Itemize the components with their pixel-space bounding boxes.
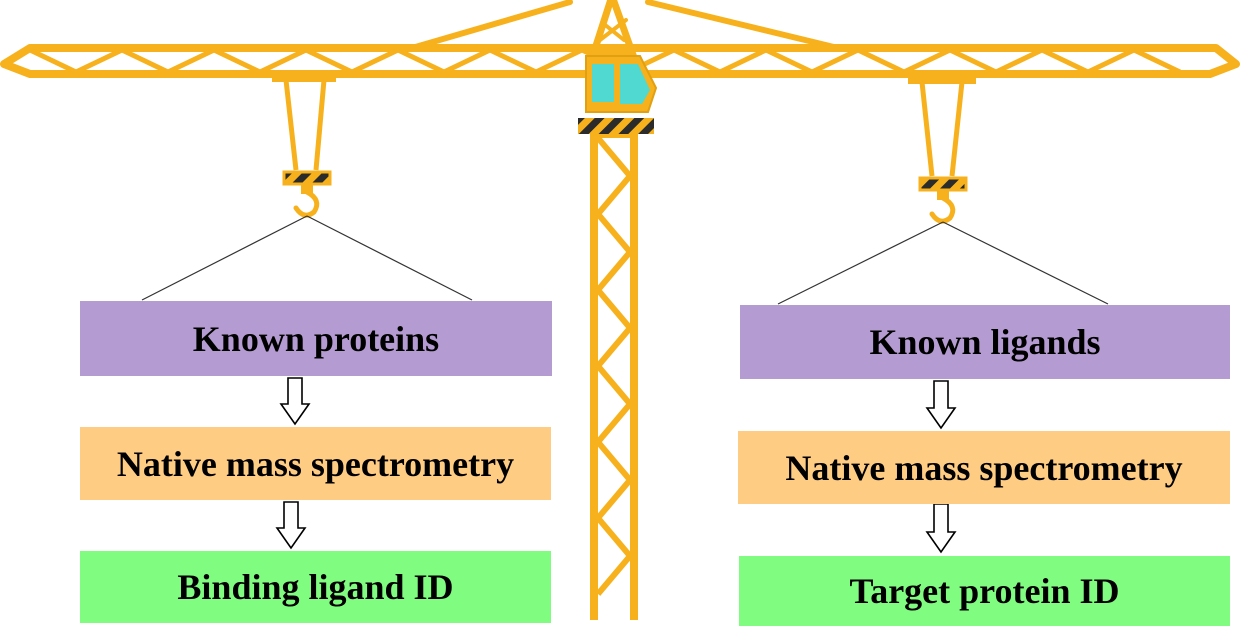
hook-icon (929, 195, 956, 224)
hook-icon (293, 189, 320, 218)
flow-arrows (275, 377, 957, 554)
left-hoist (141, 72, 473, 301)
known-ligands-box: Known ligands (740, 305, 1230, 379)
down-arrow-icon (925, 380, 957, 430)
binding-ligand-id-box: Binding ligand ID (80, 551, 551, 623)
crane-top-braces (409, 0, 841, 56)
target-protein-id-box: Target protein ID (739, 556, 1230, 626)
down-arrow-icon (925, 503, 957, 554)
native-ms-left-box: Native mass spectrometry (80, 427, 551, 500)
right-hoist (777, 72, 1109, 305)
known-proteins-box: Known proteins (80, 301, 552, 376)
native-ms-right-box: Native mass spectrometry (738, 431, 1230, 504)
crane-cab (578, 55, 658, 134)
down-arrow-icon (275, 501, 307, 550)
down-arrow-icon (279, 377, 311, 426)
crane-tower (590, 130, 638, 620)
